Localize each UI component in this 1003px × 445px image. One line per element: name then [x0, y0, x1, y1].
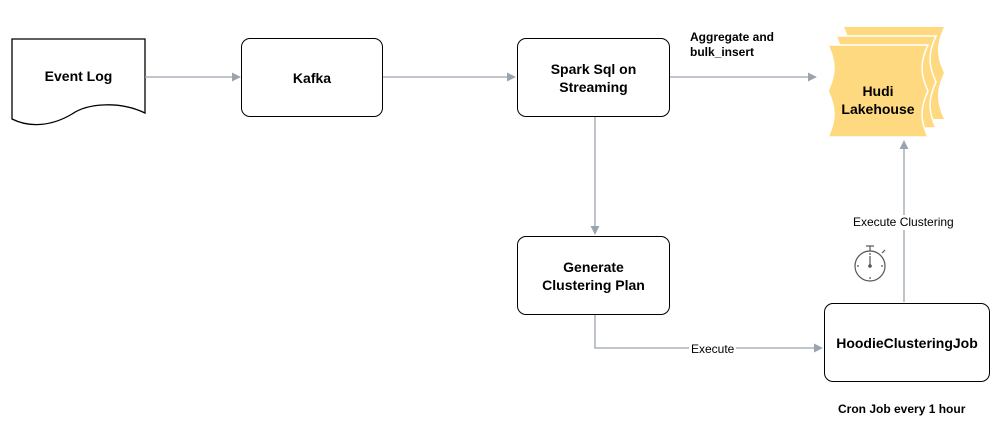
- kafka-label: Kafka: [292, 69, 332, 86]
- event-log-shape: [11, 38, 146, 126]
- event-log-node: Event Log: [12, 39, 145, 113]
- spark-label: Spark Sql on Streaming: [550, 60, 637, 95]
- kafka-node: Kafka: [241, 38, 383, 117]
- hudi-lakehouse-shape: [826, 27, 944, 138]
- generate-plan-node: Generate Clustering Plan: [517, 236, 670, 315]
- clustering-job-node: HoodieClusteringJob: [824, 303, 990, 382]
- aggregate-edge-label: Aggregate and bulk_insert: [690, 30, 775, 59]
- event-log-label: Event Log: [44, 68, 113, 84]
- cron-note: Cron Job every 1 hour: [838, 402, 966, 416]
- edge-plan-job: [594, 315, 823, 353]
- spark-node: Spark Sql on Streaming: [517, 38, 670, 117]
- stopwatch-icon: [854, 245, 886, 282]
- hudi-label: Hudi Lakehouse: [841, 82, 915, 117]
- execute-clustering-edge-label: Execute Clustering: [851, 215, 956, 230]
- execute-edge-label: Execute: [689, 342, 737, 357]
- generate-plan-label: Generate Clustering Plan: [542, 258, 645, 293]
- hudi-node: Hudi Lakehouse: [828, 62, 928, 137]
- clustering-job-label: HoodieClusteringJob: [836, 334, 978, 351]
